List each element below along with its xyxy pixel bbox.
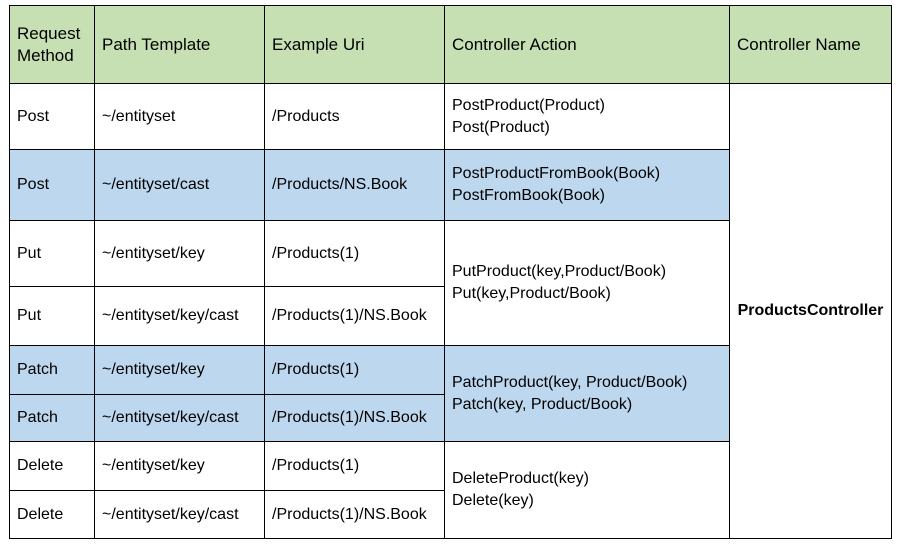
action-line: Put(key,Product/Book) <box>452 285 611 302</box>
header-example-uri: Example Uri <box>264 5 445 84</box>
method-cell: Put <box>9 286 95 346</box>
action-line: Post(Product) <box>452 118 550 136</box>
action-line: PostFromBook(Book) <box>452 187 605 204</box>
action-line: PatchProduct(key, Product/Book) <box>452 373 688 391</box>
path-cell: ~/entityset/key <box>94 345 265 395</box>
method-cell: Patch <box>9 394 95 442</box>
method-cell: Patch <box>9 345 95 395</box>
action-line: PostProductFromBook(Book) <box>452 165 661 182</box>
controller-name-cell: ProductsController <box>729 83 892 539</box>
uri-cell: /Products <box>264 83 445 150</box>
uri-cell: /Products(1) <box>264 345 445 395</box>
header-controller-name: Controller Name <box>729 5 892 84</box>
action-line: Delete(key) <box>452 492 534 509</box>
uri-cell: /Products/NS.Book <box>264 149 445 221</box>
action-line: PostProduct(Product) <box>452 96 605 114</box>
uri-cell: /Products(1) <box>264 220 445 287</box>
uri-cell: /Products(1)/NS.Book <box>264 490 445 539</box>
table-row: Put ~/entityset/key /Products(1) PutProd… <box>9 220 892 346</box>
path-cell: ~/entityset/key <box>94 220 265 287</box>
uri-cell: /Products(1)/NS.Book <box>264 286 445 346</box>
table-row: Delete ~/entityset/key/cast /Products(1)… <box>9 490 892 539</box>
path-cell: ~/entityset/key <box>94 441 265 491</box>
path-cell: ~/entityset/key/cast <box>94 490 265 539</box>
table-row: Post ~/entityset/cast /Products/NS.Book … <box>9 149 892 221</box>
header-controller-action: Controller Action <box>444 5 730 84</box>
method-cell: Delete <box>9 490 95 539</box>
method-cell: Put <box>9 220 95 287</box>
table-row: Delete ~/entityset/key /Products(1) Dele… <box>9 441 892 539</box>
action-cell: PostProductFromBook(Book) PostFromBook(B… <box>444 149 730 221</box>
action-cell: PostProduct(Product) Post(Product) <box>444 83 730 150</box>
method-cell: Delete <box>9 441 95 491</box>
path-cell: ~/entityset <box>94 83 265 150</box>
action-cell: DeleteProduct(key) Delete(key) <box>444 441 730 539</box>
table-row: Post ~/entityset /Products PostProduct(P… <box>9 83 892 539</box>
path-cell: ~/entityset/key/cast <box>94 394 265 442</box>
action-line: PutProduct(key,Product/Book) <box>452 263 667 280</box>
uri-cell: /Products(1)/NS.Book <box>264 394 445 442</box>
uri-cell: /Products(1) <box>264 441 445 491</box>
header-path-template: Path Template <box>94 5 265 84</box>
path-cell: ~/entityset/key/cast <box>94 286 265 346</box>
action-line: DeleteProduct(key) <box>452 470 589 487</box>
path-cell: ~/entityset/cast <box>94 149 265 221</box>
method-cell: Post <box>9 83 95 150</box>
method-cell: Post <box>9 149 95 221</box>
action-line: Patch(key, Product/Book) <box>452 395 633 413</box>
action-cell: PutProduct(key,Product/Book) Put(key,Pro… <box>444 220 730 346</box>
action-cell: PatchProduct(key, Product/Book) Patch(ke… <box>444 345 730 442</box>
